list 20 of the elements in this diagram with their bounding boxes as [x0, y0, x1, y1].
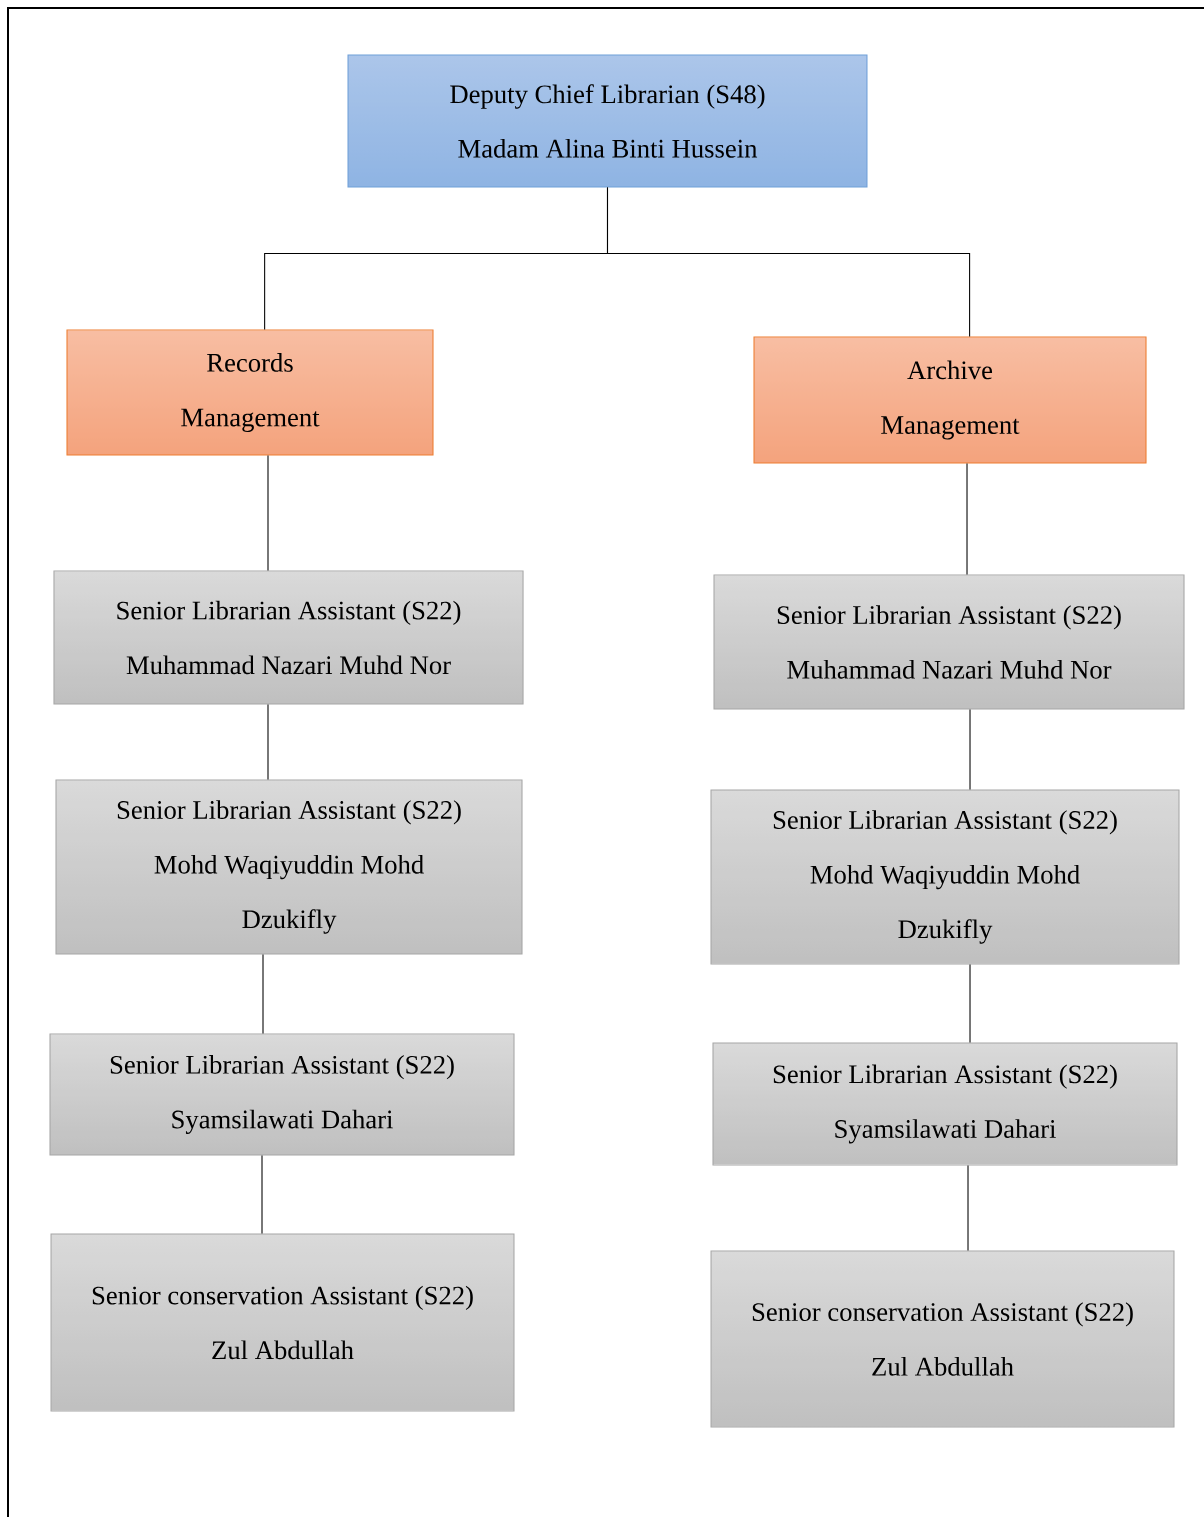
department-box: Archive Management — [753, 336, 1147, 464]
connector-line — [267, 704, 269, 780]
staff-box: Senior Librarian Assistant (S22) Syamsilawati Dahari — [712, 1042, 1178, 1166]
connector-line — [262, 954, 264, 1034]
connector-line — [966, 463, 968, 575]
connector-line — [969, 964, 971, 1043]
staff-box: Senior conservation Assistant (S22) Zul Abdullah — [50, 1233, 515, 1412]
staff-box: Senior Librarian Assistant (S22) Mohd Waqiyuddin Mohd Dzukifly — [55, 779, 523, 955]
connector-line — [261, 1155, 263, 1234]
connector-line — [969, 709, 971, 790]
department-box: Records Management — [66, 329, 434, 456]
staff-box: Senior Librarian Assistant (S22) Muhammad Nazari Muhd Nor — [53, 570, 524, 705]
staff-box: Senior Librarian Assistant (S22) Mohd Waqiyuddin Mohd Dzukifly — [710, 789, 1180, 965]
staff-box: Senior Librarian Assistant (S22) Syamsilawati Dahari — [49, 1033, 515, 1156]
chief-box: Deputy Chief Librarian (S48) Madam Alina Binti Hussein — [347, 54, 868, 188]
staff-box: Senior conservation Assistant (S22) Zul Abdullah — [710, 1250, 1175, 1428]
connector-line — [967, 1165, 969, 1251]
connector-line — [267, 455, 269, 571]
staff-box: Senior Librarian Assistant (S22) Muhammad Nazari Muhd Nor — [713, 574, 1185, 710]
connector-line — [606, 187, 971, 337]
